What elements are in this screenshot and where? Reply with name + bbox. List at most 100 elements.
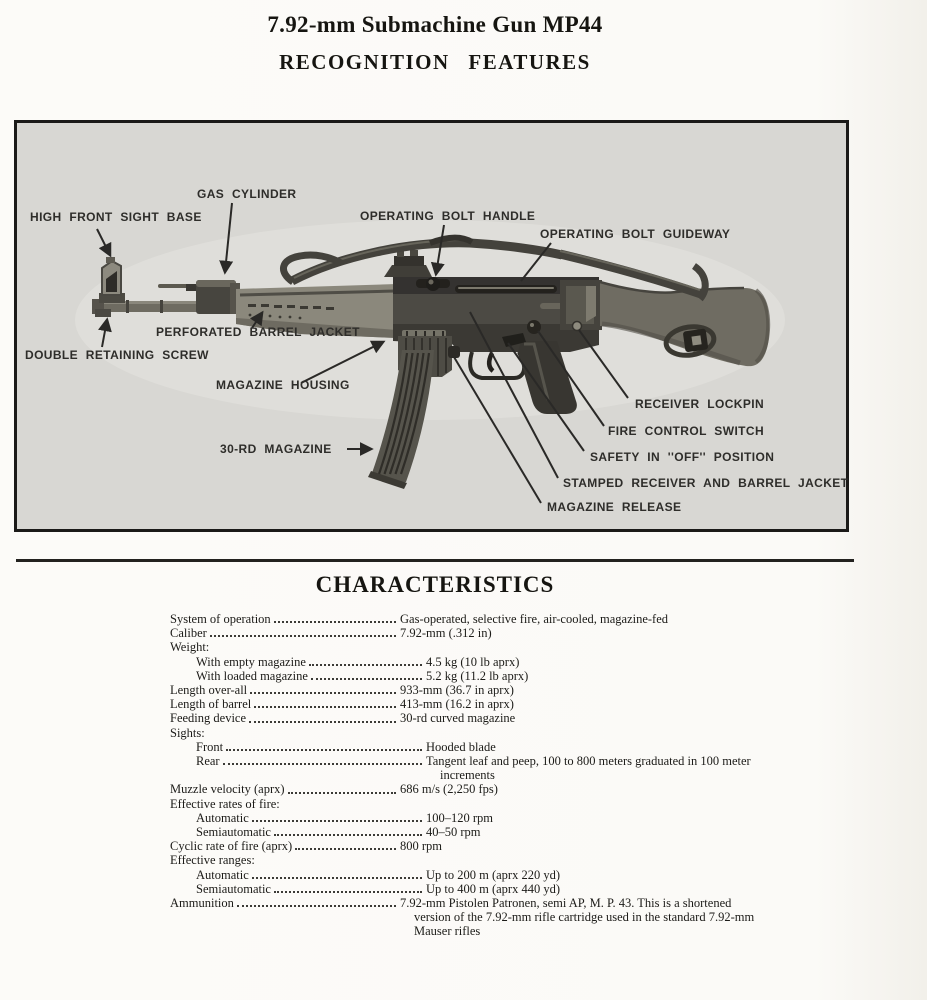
char-row: With loaded magazine 5.2 kg (11.2 lb aprx… bbox=[170, 669, 770, 683]
rear-sight bbox=[384, 250, 432, 277]
char-row-lead: Automatic bbox=[170, 811, 426, 825]
dot-leader bbox=[226, 740, 422, 752]
label-safety-off-position: SAFETY IN ''OFF'' POSITION bbox=[590, 450, 775, 464]
gas-cylinder bbox=[186, 280, 240, 314]
char-row-label: Sights: bbox=[170, 725, 205, 740]
dot-leader bbox=[251, 868, 422, 879]
leader-stamped-receiver bbox=[469, 311, 559, 479]
label-receiver-lockpin: RECEIVER LOCKPIN bbox=[635, 397, 765, 411]
magazine-release-button bbox=[448, 346, 460, 358]
label-stamped-receiver-and-barrel-jacket: STAMPED RECEIVER AND BARREL JACKET bbox=[563, 476, 849, 490]
bolt-handle bbox=[416, 277, 450, 291]
char-row-value: 7.92-mm Pistolen Patronen, semi AP, M. P… bbox=[400, 896, 755, 939]
leader-high-front-sight bbox=[96, 228, 112, 258]
char-row-lead: Length over-all bbox=[170, 683, 400, 697]
dot-leader bbox=[222, 754, 422, 766]
char-row-value: 100–120 rpm bbox=[426, 810, 494, 825]
char-row: Feeding device 30-rd curved magazine bbox=[170, 711, 770, 725]
char-row: Semiautomatic Up to 400 m (aprx 440 yd) bbox=[170, 882, 770, 896]
char-row: Sights: bbox=[170, 726, 770, 740]
char-row-value: Gas-operated, selective fire, air-cooled… bbox=[400, 612, 669, 626]
char-row-value: Up to 400 m (aprx 440 yd) bbox=[426, 881, 561, 896]
char-row-label: Feeding device bbox=[170, 711, 247, 726]
leader-magazine-release bbox=[453, 356, 542, 504]
leader-gas-cylinder bbox=[219, 202, 234, 275]
dot-leader bbox=[273, 825, 422, 837]
fire-control-switch-highlight bbox=[530, 323, 534, 327]
char-row-lead: Sights: bbox=[170, 726, 400, 740]
leader-magazine-housing bbox=[300, 340, 386, 384]
char-row-lead: Cyclic rate of fire (aprx) bbox=[170, 839, 400, 853]
leader-retaining-screw bbox=[98, 317, 112, 348]
char-row-label: Effective ranges: bbox=[170, 853, 255, 868]
char-row-label: Weight: bbox=[170, 640, 210, 655]
leader-receiver-lockpin bbox=[578, 329, 629, 399]
label-fire-control-switch: FIRE CONTROL SWITCH bbox=[608, 424, 765, 438]
label-operating-bolt-guideway: OPERATING BOLT GUIDEWAY bbox=[540, 227, 731, 241]
barrel bbox=[92, 284, 204, 317]
label-high-front-sight-base: HIGH FRONT SIGHT BASE bbox=[30, 210, 202, 224]
leader-bolt-guideway bbox=[520, 242, 552, 282]
char-row-value: 7.92-mm (.312 in) bbox=[400, 626, 492, 641]
leader-safety bbox=[507, 342, 585, 452]
char-row-value: Tangent leaf and peep, 100 to 800 meters… bbox=[426, 754, 751, 783]
char-row: Effective rates of fire: bbox=[170, 797, 770, 811]
char-row: Cyclic rate of fire (aprx) 800 rpm bbox=[170, 839, 770, 853]
char-row: Front Hooded blade bbox=[170, 740, 770, 754]
dot-leader bbox=[249, 711, 396, 723]
char-row-label: With loaded magazine bbox=[196, 668, 308, 683]
char-row-label: Length of barrel bbox=[170, 697, 252, 712]
char-row: Muzzle velocity (aprx) 686 m/s (2,250 fps… bbox=[170, 782, 770, 796]
leader-bolt-handle bbox=[430, 224, 445, 277]
char-row-lead: Ammunition bbox=[170, 896, 400, 910]
label-30-rd-magazine: 30-RD MAGAZINE bbox=[220, 442, 332, 456]
char-row-label: Semiautomatic bbox=[196, 881, 271, 896]
char-row-lead: Effective rates of fire: bbox=[170, 797, 400, 811]
char-row-value: 686 m/s (2,250 fps) bbox=[400, 782, 498, 797]
char-row-lead: Automatic bbox=[170, 868, 426, 882]
pistol-grip bbox=[518, 341, 577, 414]
barrel-jacket bbox=[236, 284, 397, 338]
sling bbox=[280, 234, 709, 302]
dot-leader bbox=[209, 626, 396, 638]
char-row-value: 30-rd curved magazine bbox=[400, 711, 516, 726]
char-row-value: Up to 200 m (aprx 220 yd) bbox=[426, 867, 561, 882]
char-row-label: Ammunition bbox=[170, 896, 234, 911]
char-row-value: 5.2 kg (11.2 lb aprx) bbox=[426, 668, 529, 683]
char-row-label: Cyclic rate of fire (aprx) bbox=[170, 839, 293, 854]
char-row-lead: Semiautomatic bbox=[170, 825, 426, 839]
dot-leader bbox=[308, 655, 422, 666]
page-title: 7.92-mm Submachine Gun MP44 bbox=[267, 12, 603, 37]
char-row-value: Hooded blade bbox=[426, 739, 496, 754]
sling-slot bbox=[663, 324, 717, 358]
mp44-illustration bbox=[75, 202, 785, 504]
char-row-lead: Length of barrel bbox=[170, 697, 400, 711]
char-row-label: Length over-all bbox=[170, 683, 248, 698]
char-row: Length of barrel 413-mm (16.2 in aprx) bbox=[170, 697, 770, 711]
char-row-label: Rear bbox=[196, 754, 220, 769]
front-sight bbox=[99, 257, 125, 303]
char-row-value: 800 rpm bbox=[400, 839, 443, 854]
char-row-label: Automatic bbox=[196, 867, 249, 882]
dot-leader bbox=[310, 669, 422, 681]
char-row-lead: With loaded magazine bbox=[170, 669, 426, 683]
char-row-value: 413-mm (16.2 in aprx) bbox=[400, 697, 514, 712]
dot-leader bbox=[287, 782, 396, 794]
char-row-value: 40–50 rpm bbox=[426, 825, 481, 840]
char-row-lead: Caliber bbox=[170, 626, 400, 640]
leader-perforated-jacket bbox=[249, 310, 264, 329]
char-row-label: Front bbox=[196, 739, 224, 754]
dot-leader bbox=[250, 683, 396, 695]
char-row-lead: Front bbox=[170, 740, 426, 754]
section-divider-rule bbox=[16, 559, 854, 562]
label-perforated-barrel-jacket: PERFORATED BARREL JACKET bbox=[156, 325, 360, 339]
char-row-label: Muzzle velocity (aprx) bbox=[170, 782, 285, 797]
char-row-label: With empty magazine bbox=[196, 654, 306, 669]
